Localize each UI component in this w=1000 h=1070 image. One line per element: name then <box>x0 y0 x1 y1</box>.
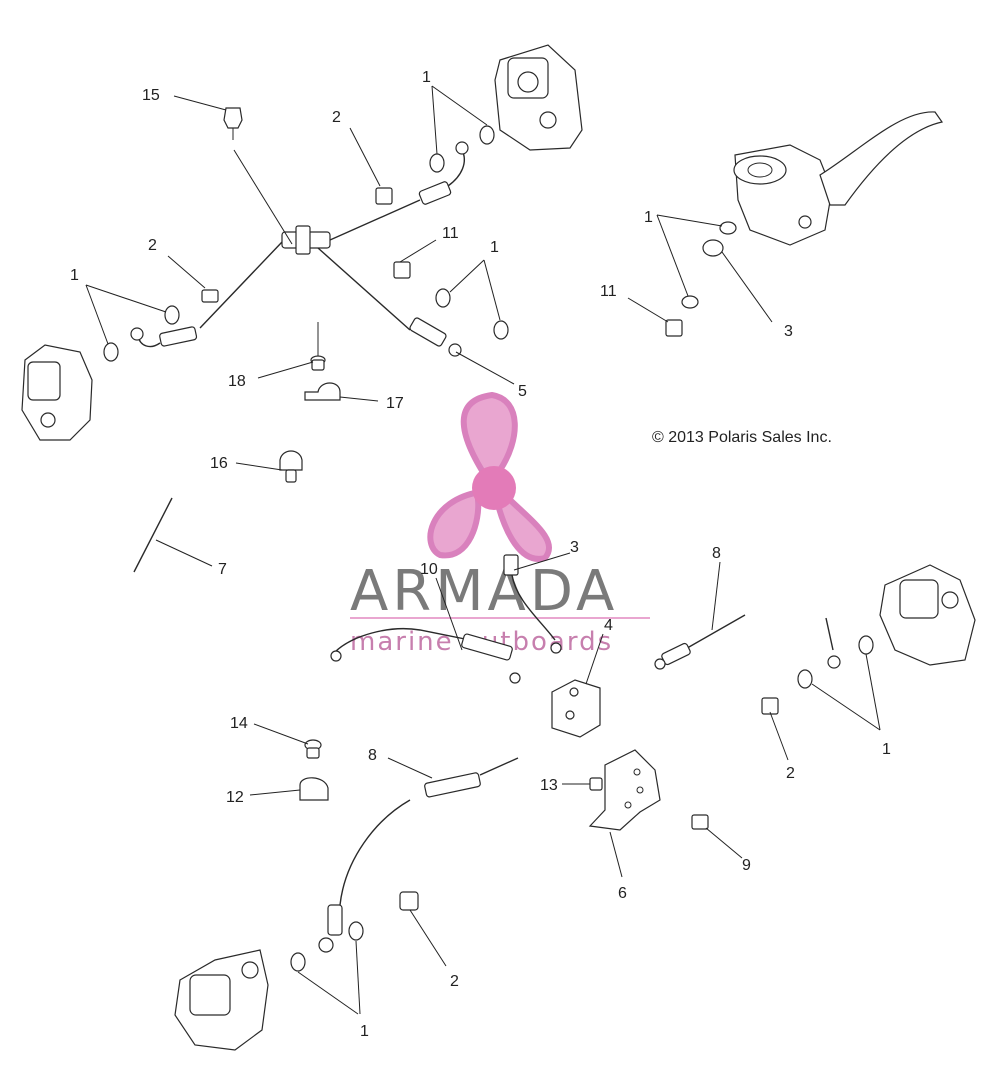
master-cylinder-lever <box>733 111 944 246</box>
callout-17: 17 <box>386 395 404 412</box>
cable-tie-7 <box>133 497 173 573</box>
callout-4: 4 <box>604 617 613 634</box>
caliper-top-center <box>494 44 583 151</box>
callout-11-center: 11 <box>442 225 459 242</box>
propeller-logo-icon <box>427 391 552 562</box>
callout-2-top: 2 <box>332 109 341 126</box>
callout-3-center: 3 <box>570 539 579 556</box>
callout-3-master: 3 <box>784 323 793 340</box>
junction-block-4 <box>551 679 601 738</box>
copyright-notice: © 2013 Polaris Sales Inc. <box>652 429 832 446</box>
watermark: ARMADA marine outboards <box>350 391 650 657</box>
caliper-upper-left <box>21 344 93 441</box>
rivet-and-clips <box>279 322 341 483</box>
callout-1-master: 1 <box>644 209 653 226</box>
callouts: 15 2 1 2 1 11 1 5 18 17 16 7 1 11 3 3 10… <box>70 69 891 1040</box>
callout-1-bottom: 1 <box>360 1023 369 1040</box>
leader-lines <box>85 85 881 1015</box>
callout-10: 10 <box>420 561 438 578</box>
callout-18: 18 <box>228 373 246 390</box>
callout-1-right: 1 <box>882 741 891 758</box>
callout-9: 9 <box>742 857 751 874</box>
callout-11-master: 11 <box>600 283 617 300</box>
callout-2-right: 2 <box>786 765 795 782</box>
bracket-6 <box>588 749 709 831</box>
callout-2-bottom: 2 <box>450 973 459 990</box>
callout-5: 5 <box>518 383 527 400</box>
brake-tee-assembly <box>130 141 469 357</box>
callout-1-left: 1 <box>70 267 79 284</box>
callout-15: 15 <box>142 87 160 104</box>
callout-6: 6 <box>618 885 627 902</box>
washers-top <box>103 125 737 362</box>
callout-14: 14 <box>230 715 248 732</box>
callout-1-center: 1 <box>490 239 499 256</box>
callout-7: 7 <box>218 561 227 578</box>
callout-1-top: 1 <box>422 69 431 86</box>
caliper-right <box>879 564 976 666</box>
caliper-bottom-left <box>174 949 269 1051</box>
callout-16: 16 <box>210 455 228 472</box>
callout-8-right: 8 <box>712 545 721 562</box>
bolts-top <box>201 107 683 337</box>
brake-line-right <box>654 614 874 715</box>
callout-8-bottom: 8 <box>368 747 377 764</box>
watermark-brand: ARMADA <box>350 559 618 624</box>
brake-line-bottom <box>290 739 519 972</box>
callout-12: 12 <box>226 789 244 806</box>
callout-13: 13 <box>540 777 558 794</box>
callout-2-left: 2 <box>148 237 157 254</box>
